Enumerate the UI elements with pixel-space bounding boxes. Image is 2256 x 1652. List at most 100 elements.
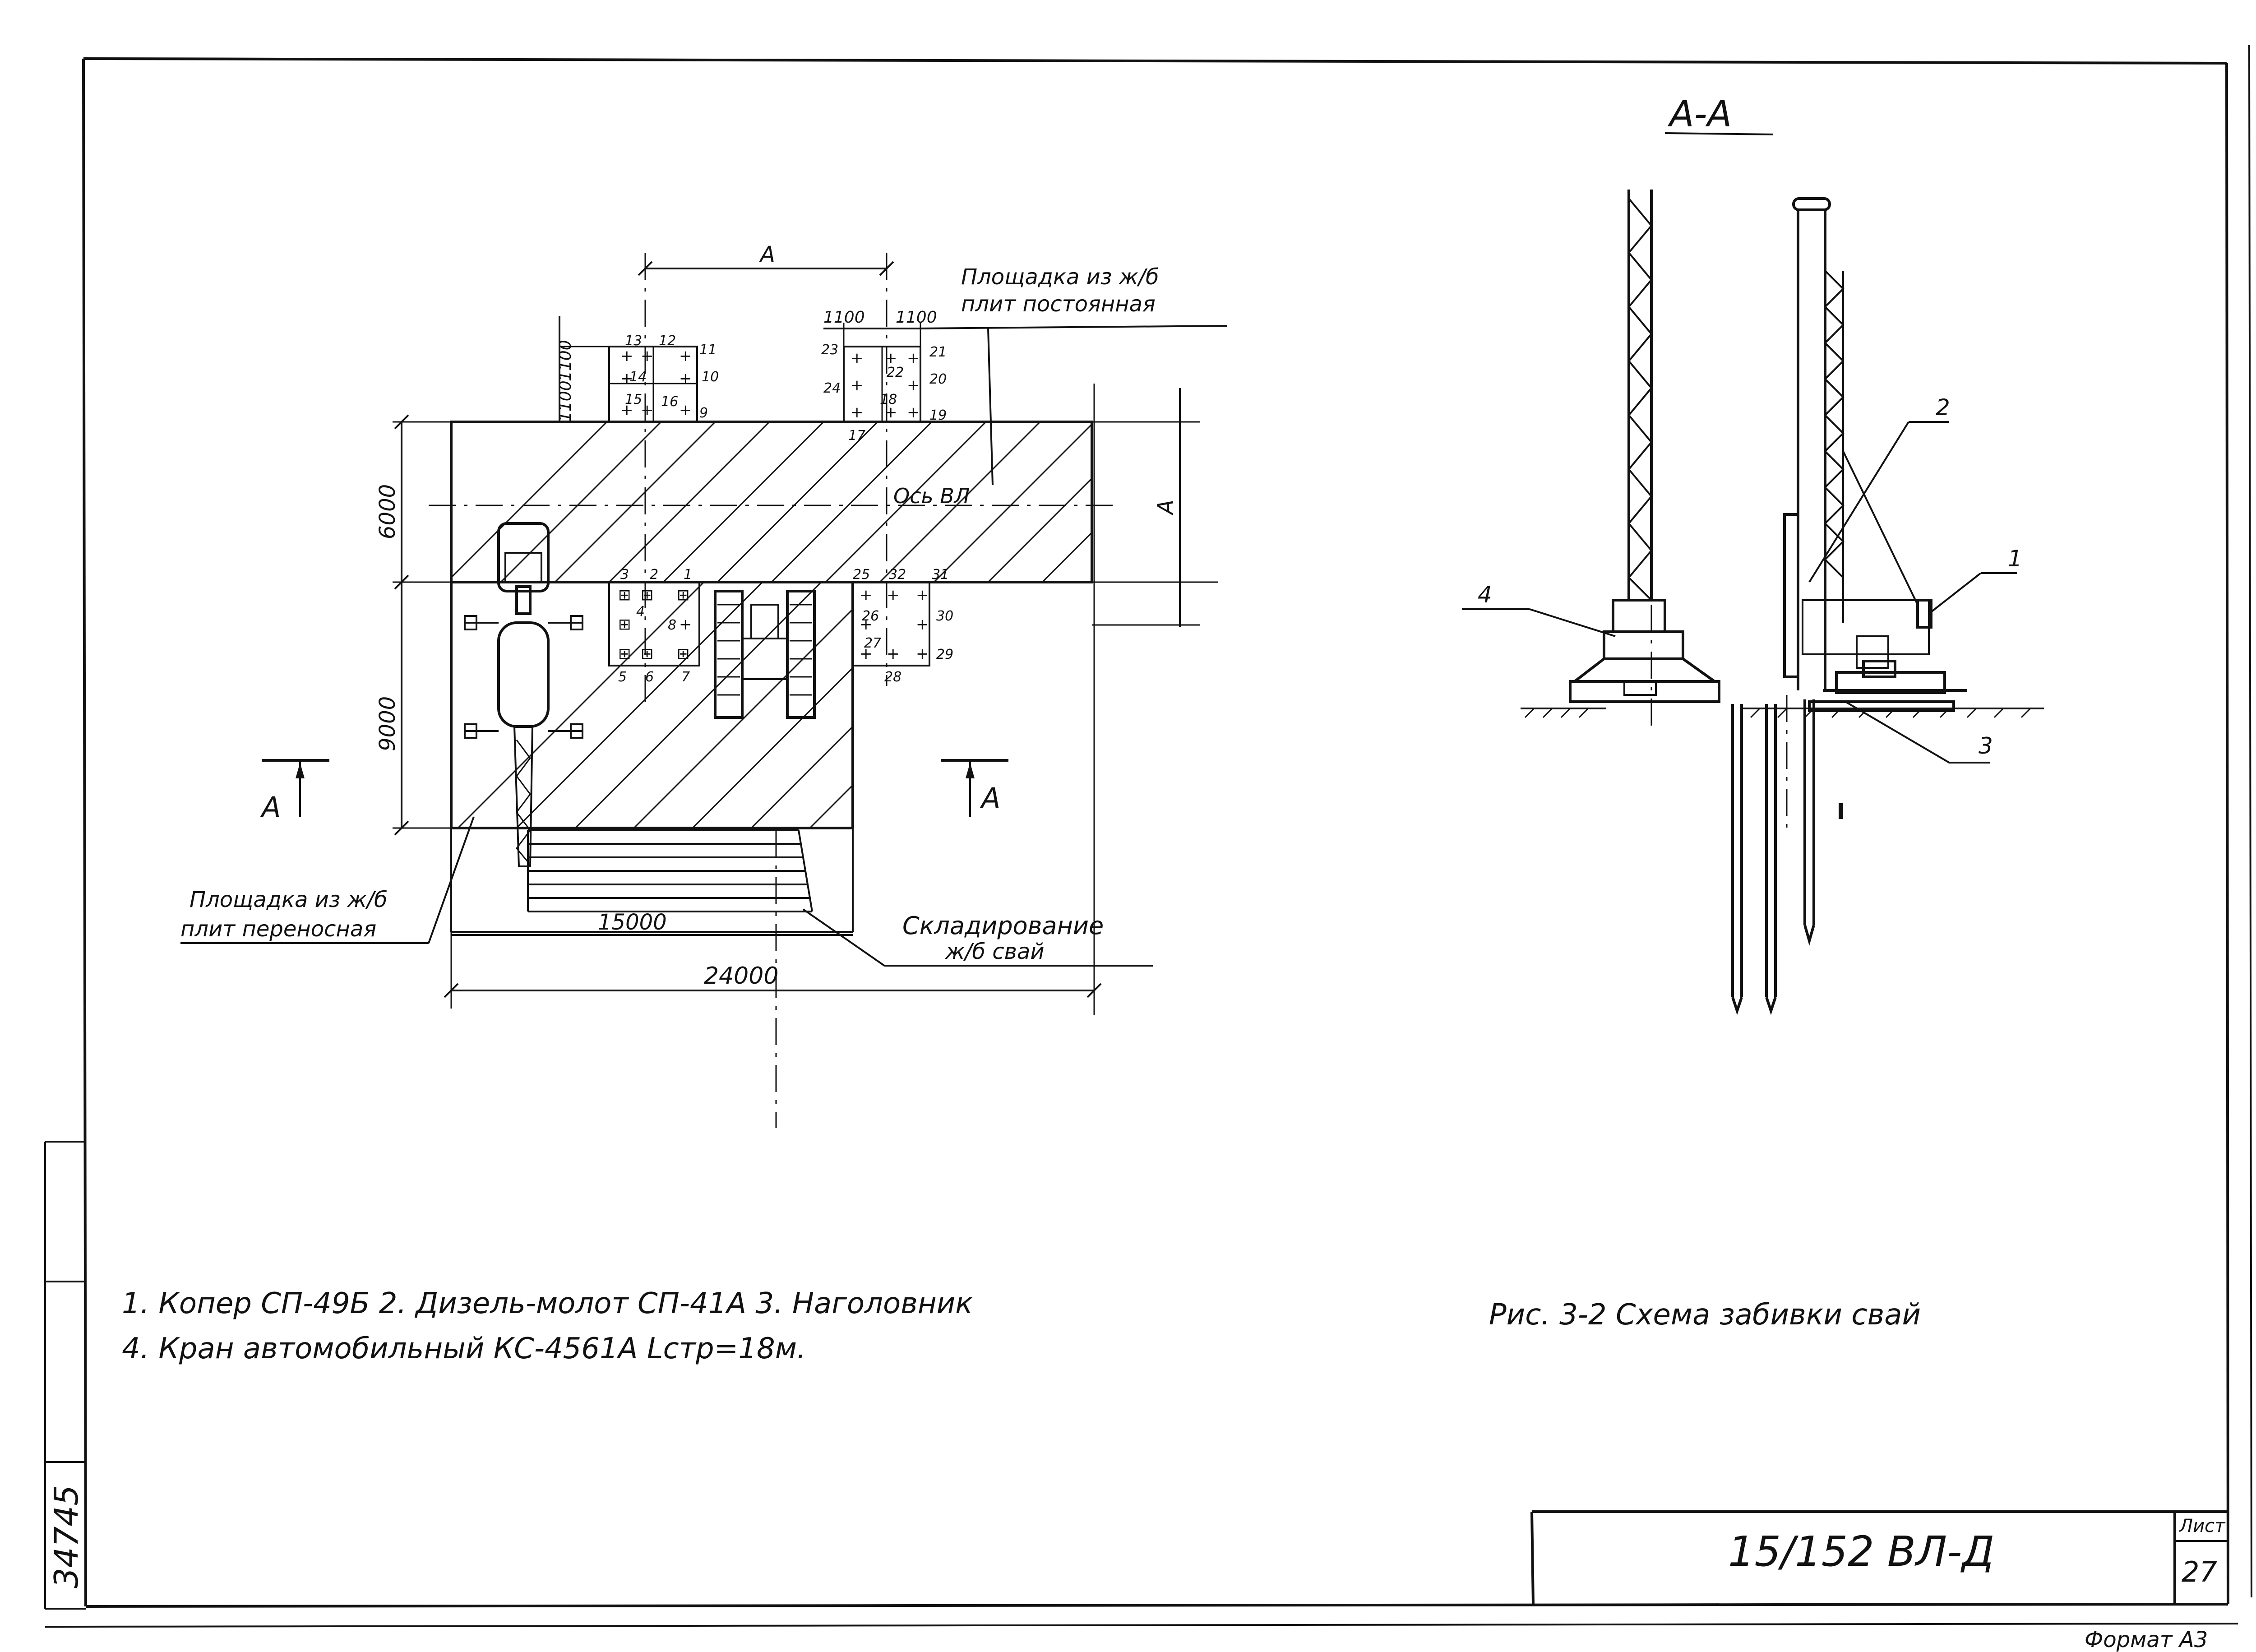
dim-9000: 9000 [375, 696, 400, 751]
piles-section [1731, 695, 1843, 1015]
pile-number: 19 [929, 407, 947, 423]
dim-1100-top-left: 1100 [823, 308, 865, 327]
svg-text:+: + [907, 349, 920, 367]
pile-number: 31 [932, 567, 949, 583]
section-title: А-А [1667, 93, 1732, 135]
pile-driver-section [1783, 197, 1967, 712]
pile-number: 13 [625, 333, 642, 349]
sheet-frame [44, 45, 2252, 1628]
svg-text:+: + [916, 586, 929, 604]
pile-number: 26 [862, 608, 879, 624]
svg-text:+: + [679, 370, 692, 388]
pile-cluster-mid-right: +++ ++ +++ [852, 581, 930, 666]
document-code: 15/152 ВЛ-Д [1728, 1527, 1994, 1576]
pile-cluster-mid-left: ⊞⊞⊞ ⊞+ ⊞⊞⊞ [608, 581, 700, 666]
cut-mark-right-label: А [980, 782, 1000, 814]
dim-1100-left-lower: 1100 [556, 380, 575, 422]
crane-section [1569, 190, 1720, 731]
label-permanent-slab: Площадка из ж/б [961, 264, 1159, 290]
legend-line-2: 4. Кран автомобильный КС-4561А Lстр=18м. [122, 1332, 806, 1365]
svg-text:+: + [620, 401, 633, 419]
dim-a-top: А [759, 242, 775, 267]
svg-text:+: + [860, 586, 873, 604]
callout-3-leader [1845, 701, 1950, 764]
pile-number: 11 [699, 342, 717, 358]
svg-text:⊞: ⊞ [641, 586, 654, 604]
label-pile-storage-2: ж/б свай [945, 939, 1045, 964]
crane-tracks-plan [714, 590, 816, 719]
callout-4: 4 [1478, 582, 1492, 608]
callout-2-leader [1808, 421, 1909, 583]
pile-number: 1 [684, 567, 692, 583]
pile-number: 4 [636, 604, 645, 620]
pile-number: 28 [884, 669, 901, 685]
pile-cluster-top-left: +++ ++ +++ [608, 346, 698, 423]
svg-text:+: + [851, 376, 864, 394]
svg-text:+: + [620, 347, 633, 365]
plan-dimensions [180, 261, 1228, 1009]
svg-text:+: + [860, 615, 873, 634]
label-permanent-slab-2: плит постоянная [961, 292, 1156, 317]
svg-text:+: + [620, 370, 633, 388]
svg-text:+: + [641, 347, 654, 365]
sheet-number: 27 [2182, 1555, 2217, 1588]
pile-number: 23 [821, 342, 838, 358]
pile-number: 18 [880, 392, 897, 407]
svg-text:+: + [641, 401, 654, 419]
pile-number: 6 [645, 669, 654, 685]
pile-number: 2 [650, 567, 658, 583]
svg-text:+: + [851, 403, 864, 421]
pile-number: 24 [823, 380, 841, 396]
dim-1100-left-upper: 1100 [556, 340, 575, 381]
svg-text:⊞: ⊞ [677, 645, 690, 663]
pile-driver-plan [464, 522, 583, 867]
pile-number: 14 [629, 369, 647, 385]
svg-text:+: + [884, 403, 897, 421]
pile-number: 12 [659, 333, 676, 349]
pile-number: 30 [936, 608, 953, 624]
dim-a-right: А [1153, 500, 1179, 516]
section-view [1462, 190, 2044, 1015]
svg-text:+: + [907, 376, 920, 394]
pile-number: 27 [864, 635, 881, 651]
pile-number: 29 [936, 647, 953, 662]
figure-caption: Рис. 3-2 Схема забивки свай [1489, 1298, 1921, 1332]
label-portable-slab-2: плит переносная [180, 916, 376, 942]
format-label: Формат А3 [2085, 1627, 2208, 1652]
pile-number: 21 [929, 344, 947, 360]
section-cut-marks [262, 759, 1008, 817]
title-block [1530, 1510, 2228, 1605]
dim-15000: 15000 [598, 910, 667, 935]
pile-cluster-top-right: +++ ++ +++ [843, 346, 921, 423]
pile-number: 32 [889, 567, 906, 583]
svg-text:+: + [860, 645, 873, 663]
dim-1100-top-right: 1100 [896, 308, 937, 327]
pile-number: 16 [661, 394, 678, 410]
svg-text:⊞: ⊞ [618, 586, 631, 604]
pile-numbers: 1 2 3 4 5 6 7 8 9 10 11 12 13 14 15 16 1… [618, 333, 953, 685]
pile-number: 20 [929, 371, 947, 387]
cut-mark-left-label: А [260, 791, 281, 824]
pile-number: 17 [848, 428, 865, 444]
label-portable-slab: Площадка из ж/б [190, 887, 388, 912]
callout-1: 1 [2008, 546, 2022, 572]
svg-text:⊞: ⊞ [618, 615, 631, 634]
svg-text:+: + [887, 645, 900, 663]
svg-text:+: + [887, 586, 900, 604]
axis-lines [429, 253, 1218, 1128]
pile-number: 25 [853, 567, 870, 583]
section-title-underline [1664, 132, 1774, 135]
permanent-slab-hatch [451, 422, 1092, 582]
callout-4-leader [1529, 608, 1616, 637]
pile-number: 3 [620, 567, 629, 583]
pile-number: 9 [699, 405, 708, 421]
svg-text:+: + [907, 403, 920, 421]
svg-text:+: + [916, 615, 929, 634]
callout-3: 3 [1979, 733, 1993, 759]
sheet-label: Лист [2178, 1516, 2226, 1536]
axis-label: Ось ВЛ [893, 484, 970, 508]
pile-number: 7 [681, 669, 690, 685]
svg-text:+: + [884, 349, 897, 367]
callout-2: 2 [1936, 394, 1950, 421]
